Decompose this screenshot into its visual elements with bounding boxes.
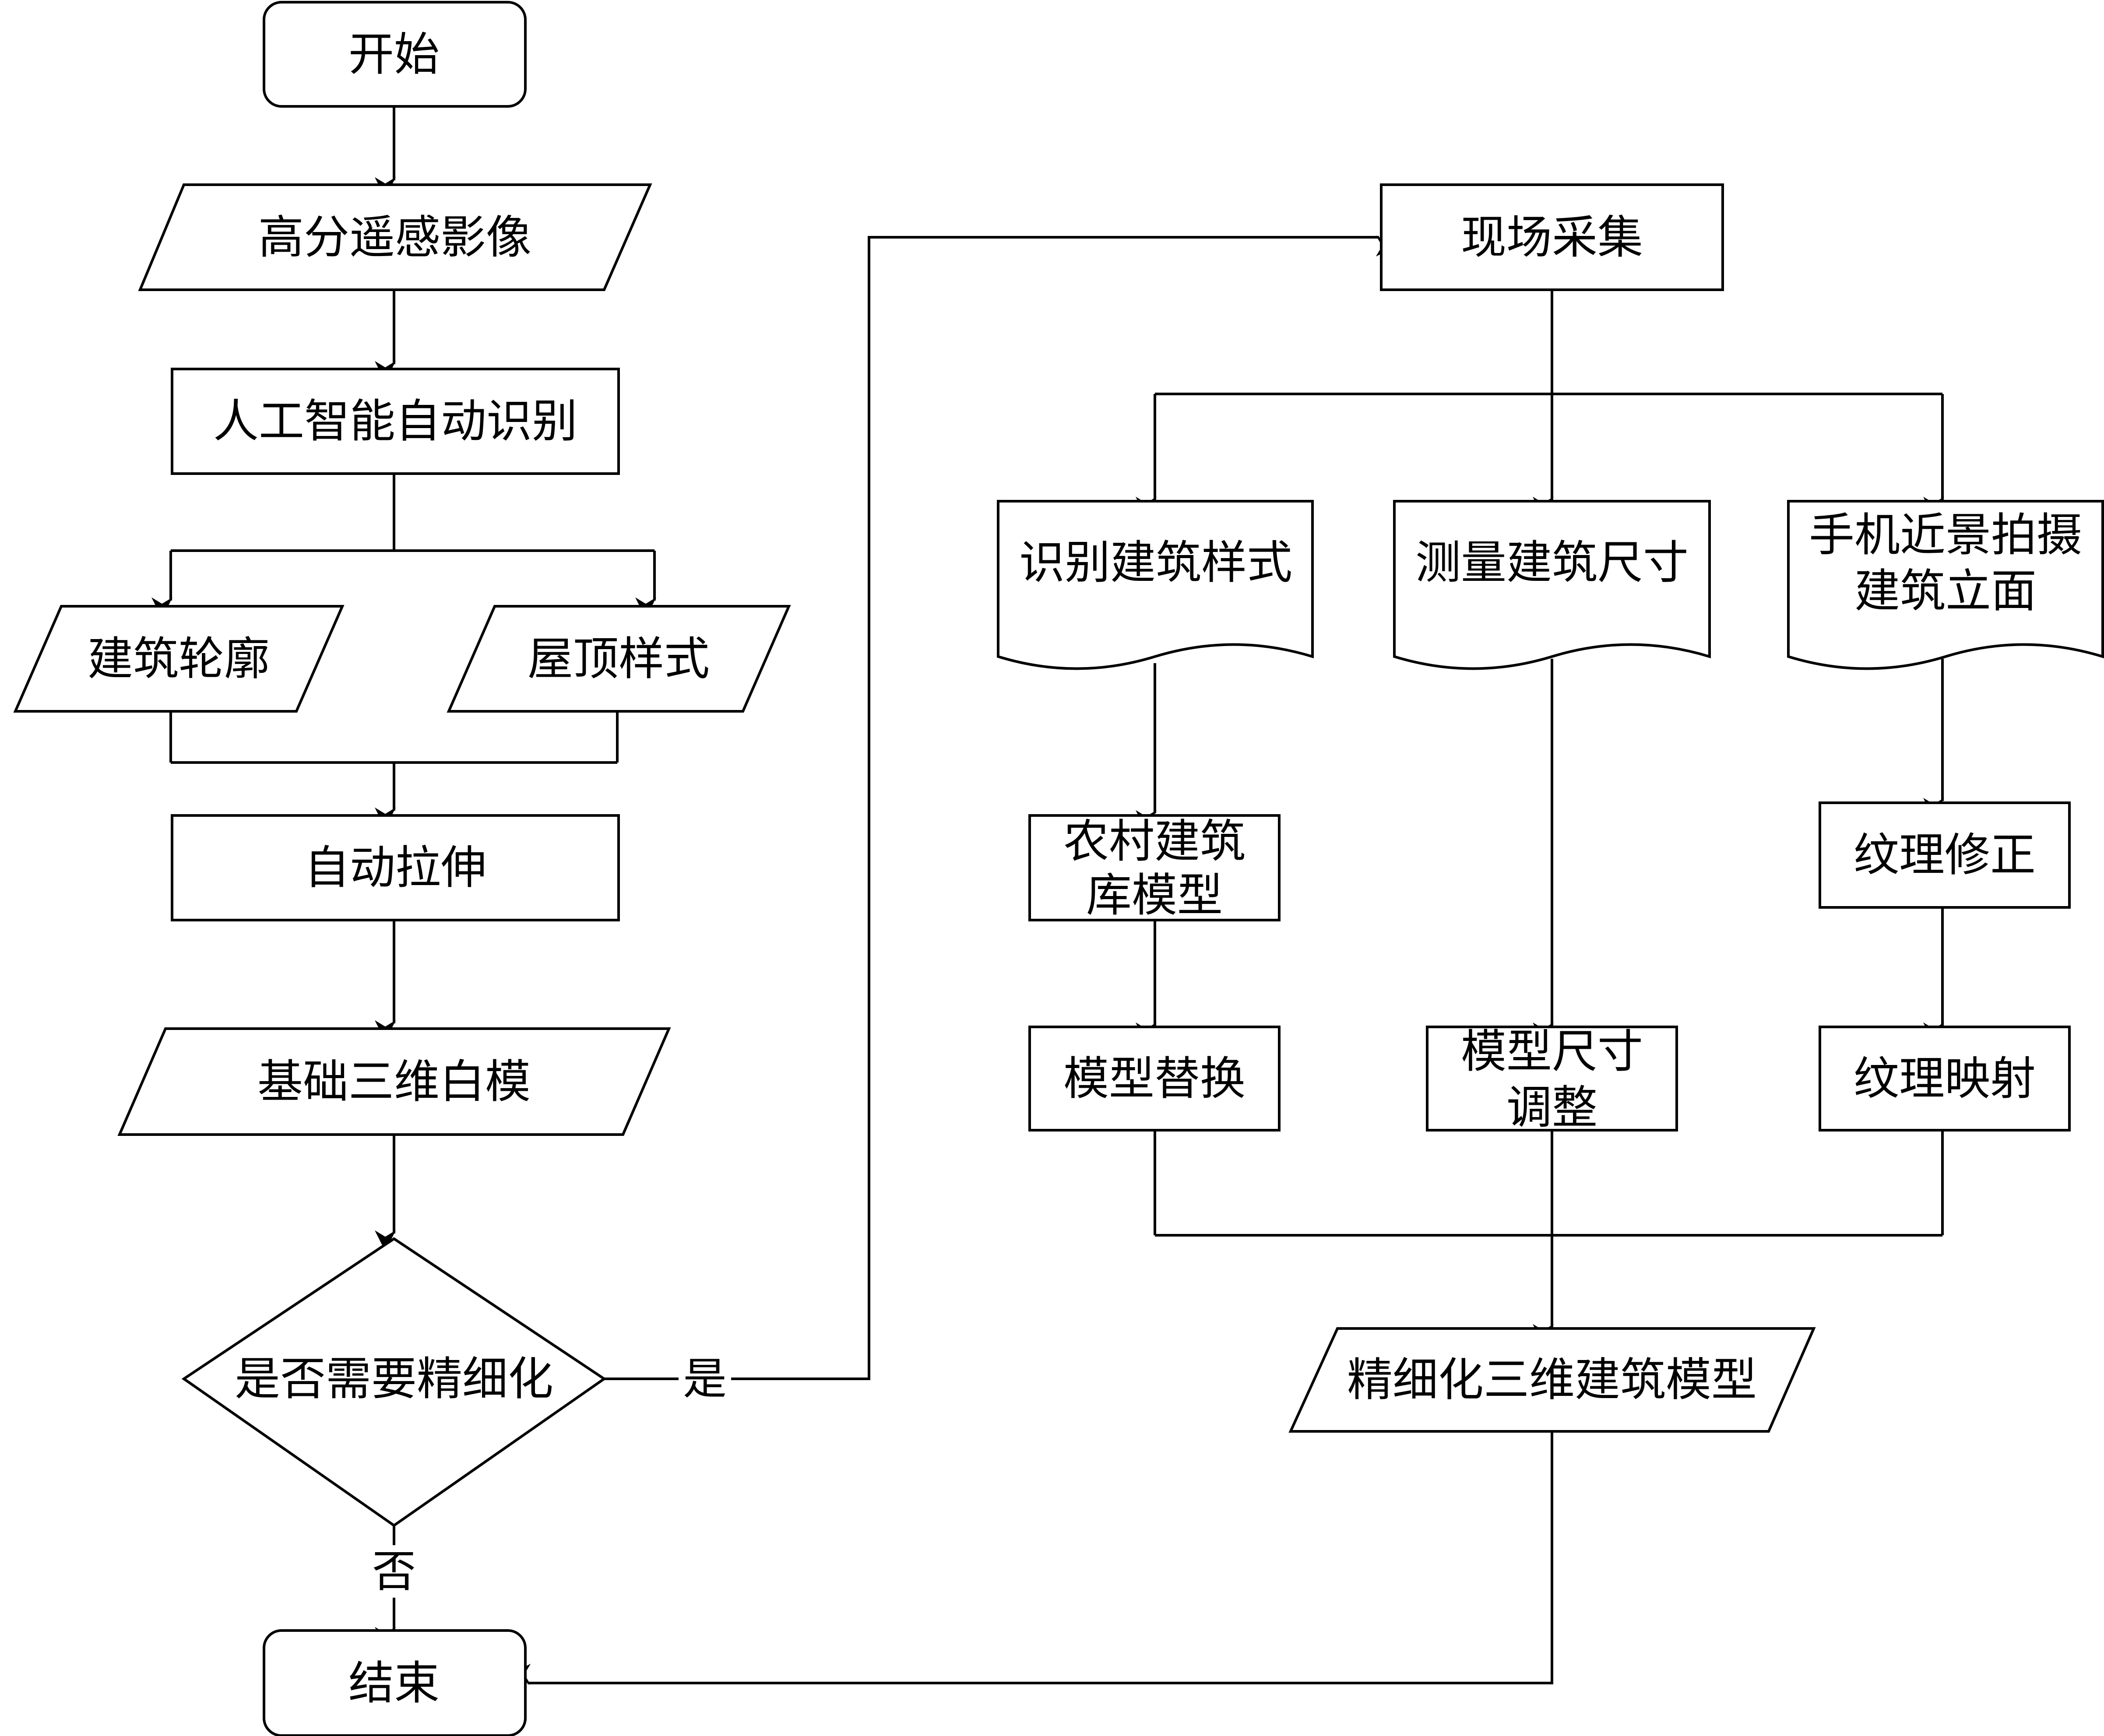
node-roof-style: 屋顶样式 <box>447 605 791 713</box>
node-ai-recognition-label: 人工智能自动识别 <box>213 394 577 448</box>
node-phone-photo: 手机近景拍摄 建筑立面 <box>1787 500 2104 670</box>
node-texture-fix-label: 纹理修正 <box>1854 828 2036 882</box>
node-auto-extrude: 自动拉伸 <box>171 814 620 921</box>
node-model-replace: 模型替换 <box>1028 1026 1281 1132</box>
node-model-replace-label: 模型替换 <box>1063 1052 1246 1105</box>
node-basic-white-model-label: 基础三维白模 <box>257 1055 531 1108</box>
node-texture-map: 纹理映射 <box>1819 1026 2071 1132</box>
node-end: 结束 <box>263 1629 527 1736</box>
node-refined-model: 精细化三维建筑模型 <box>1288 1327 1816 1433</box>
node-end-label: 结束 <box>348 1656 440 1710</box>
node-rural-library: 农村建筑 库模型 <box>1028 814 1281 922</box>
node-start: 开始 <box>263 1 527 108</box>
node-identify-style-label: 识别建筑样式 <box>1019 536 1292 589</box>
node-texture-map-label: 纹理映射 <box>1854 1052 2036 1105</box>
node-size-adjust: 模型尺寸 调整 <box>1426 1025 1678 1134</box>
edge-label-yes: 是 <box>683 1353 727 1405</box>
node-phone-photo-label-2: 建筑立面 <box>1854 564 2037 618</box>
node-roof-style-label: 屋顶样式 <box>528 632 710 685</box>
node-rural-library-label-2: 库模型 <box>1086 868 1223 922</box>
node-start-label: 开始 <box>348 28 440 81</box>
node-measure-size-label: 测量建筑尺寸 <box>1415 536 1689 589</box>
node-refined-model-label: 精细化三维建筑模型 <box>1347 1353 1757 1406</box>
node-size-adjust-label-1: 模型尺寸 <box>1461 1025 1643 1078</box>
node-basic-white-model: 基础三维白模 <box>117 1027 671 1136</box>
edge-refined-to-end <box>510 1431 1553 1685</box>
node-need-refinement-label: 是否需要精细化 <box>235 1352 553 1406</box>
node-hr-imagery-label: 高分遥感影像 <box>258 211 531 264</box>
node-auto-extrude-label: 自动拉伸 <box>304 841 486 894</box>
node-ai-recognition: 人工智能自动识别 <box>171 368 620 475</box>
edge-label-no: 否 <box>372 1546 416 1597</box>
node-identify-style: 识别建筑样式 <box>997 500 1314 670</box>
node-building-outline-label: 建筑轮廓 <box>88 632 270 685</box>
node-phone-photo-label-1: 手机近景拍摄 <box>1809 508 2082 562</box>
node-hr-imagery: 高分遥感影像 <box>138 183 652 291</box>
node-need-refinement: 是否需要精细化 <box>181 1237 607 1527</box>
edge-label-no-group: 否 <box>369 1545 419 1598</box>
node-rural-library-label-1: 农村建筑 <box>1063 815 1246 868</box>
node-field-collection-label: 现场采集 <box>1461 211 1643 264</box>
node-measure-size: 测量建筑尺寸 <box>1393 500 1711 670</box>
edge-label-yes-group: 是 <box>679 1353 731 1405</box>
edge-decision-yes-to-field <box>604 235 1397 1380</box>
node-field-collection: 现场采集 <box>1380 183 1724 291</box>
node-size-adjust-label-2: 调整 <box>1506 1081 1597 1134</box>
node-texture-fix: 纹理修正 <box>1819 801 2071 909</box>
node-building-outline: 建筑轮廓 <box>13 605 345 713</box>
